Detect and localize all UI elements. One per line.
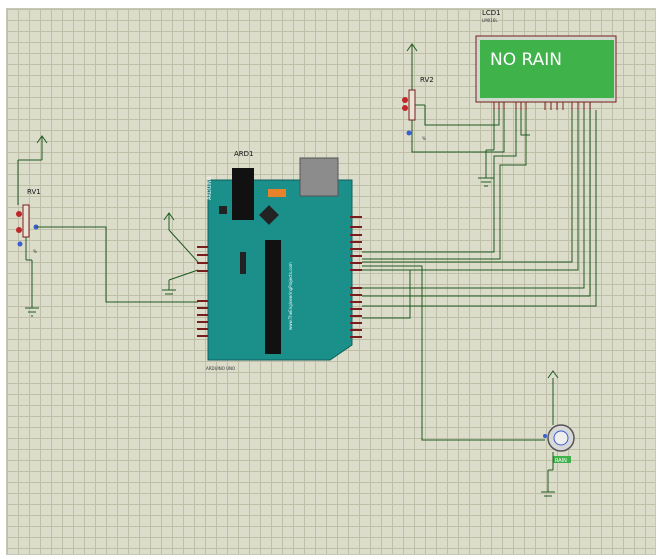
atmega-chip — [265, 240, 281, 354]
rv1-ref-label: RV1 — [27, 188, 41, 196]
arduino-part-label: ARDUINO UNO — [206, 366, 235, 371]
lcd-screen — [480, 40, 614, 98]
rv2-ref-label: RV2 — [420, 76, 434, 84]
lcd-ground-symbol — [478, 110, 495, 187]
rain-sensor[interactable]: RAIN — [541, 370, 575, 497]
rv1-body — [22, 204, 30, 238]
svg-text:%: % — [422, 136, 426, 141]
wires — [36, 110, 597, 441]
sensor-label-box — [553, 456, 571, 463]
arduino-ref-label: ARD1 — [234, 150, 254, 158]
arduino-power-symbol — [162, 212, 199, 295]
sensor-label: RAIN — [555, 458, 567, 464]
rv1-potentiometer[interactable]: RV1 % — [16, 135, 48, 317]
svg-text:%: % — [33, 249, 37, 254]
svg-text:www.TheEngineeringProjects.com: www.TheEngineeringProjects.com — [288, 262, 293, 330]
rv2-pin-blue — [406, 130, 412, 136]
power-jack — [232, 168, 254, 220]
lcd-module[interactable]: LCD1 LM016L NO RAIN — [475, 9, 617, 110]
lcd-part-label: LM016L — [482, 18, 498, 23]
rv2-body — [408, 89, 416, 121]
lcd-ref-label: LCD1 — [482, 9, 501, 17]
rv2-pin-red — [402, 97, 408, 103]
voltage-regulator — [259, 205, 279, 225]
rv1-pin-red — [16, 211, 22, 217]
reset-button — [268, 189, 286, 197]
arduino-uno-board[interactable]: ARD1 ARDUINO www.TheEngineeringProjects.… — [197, 150, 362, 371]
rv2-potentiometer[interactable]: RV2 % — [402, 43, 434, 141]
lcd-display-text: NO RAIN — [490, 50, 562, 70]
usb-connector — [299, 157, 339, 197]
svg-text:ARDUINO: ARDUINO — [207, 176, 213, 200]
lcd-pins — [493, 102, 591, 110]
analog-pin-header — [197, 246, 208, 337]
digital-pin-header — [350, 216, 362, 338]
